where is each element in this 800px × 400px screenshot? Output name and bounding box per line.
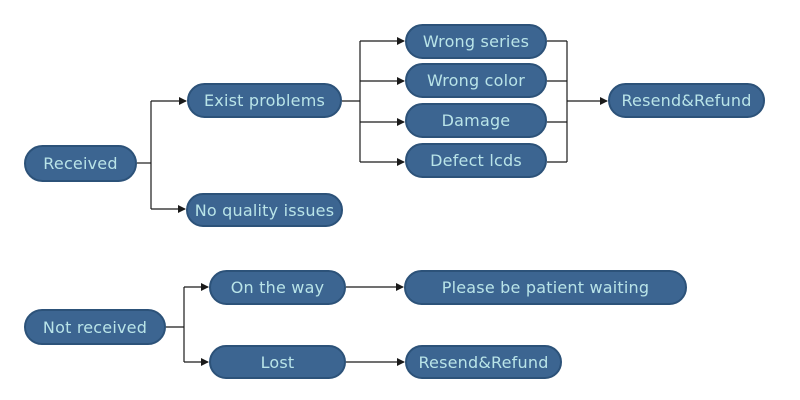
node-wrong-color: Wrong color [405,63,547,98]
node-lost: Lost [209,345,346,379]
node-please-be-patient-waiting: Please be patient waiting [404,270,687,305]
node-exist-problems: Exist problems [187,83,342,118]
node-damage: Damage [405,103,547,138]
node-received: Received [24,145,137,182]
node-resend-refund-lost: Resend&Refund [405,345,562,379]
node-no-quality-issues: No quality issues [186,193,343,227]
node-resend-refund-problems: Resend&Refund [608,83,765,118]
node-defect-lcds: Defect lcds [405,143,547,178]
node-on-the-way: On the way [209,270,346,305]
node-wrong-series: Wrong series [405,24,547,59]
node-not-received: Not received [24,309,166,345]
